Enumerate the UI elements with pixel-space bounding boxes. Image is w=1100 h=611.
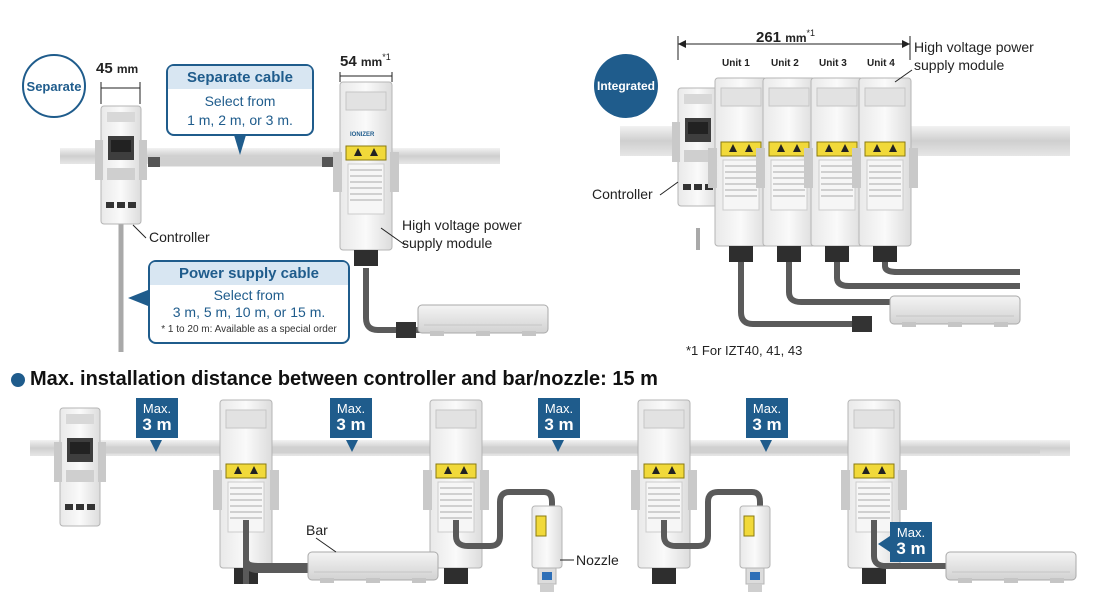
power-cable-callout: Power supply cable Select from 3 m, 5 m,…	[148, 260, 350, 344]
integrated-width-value: 261	[756, 29, 782, 46]
footnote: *1 For IZT40, 41, 43	[686, 343, 803, 358]
nozzle-label: Nozzle	[576, 552, 619, 568]
bottom-chain	[30, 399, 1077, 593]
module-label-line1: High voltage power	[402, 217, 522, 233]
max-distance-tag: Max. 3 m	[330, 398, 372, 438]
bottom-controller-device	[53, 407, 107, 527]
bar-ionizer-top-right	[889, 295, 1021, 328]
max-tag-line2: 3 m	[896, 539, 926, 558]
unit-2-label: Unit 2	[771, 58, 799, 69]
hv-module-device	[332, 81, 400, 267]
controller-width-dimension: 45 mm	[96, 60, 138, 77]
unit-4-label: Unit 4	[867, 58, 895, 69]
max-tag-line2: 3 m	[752, 415, 782, 434]
module-label: High voltage power supply module	[402, 216, 522, 252]
integrated-module-label-line1: High voltage power	[914, 39, 1034, 55]
module-leader	[380, 227, 406, 246]
integrated-width-note: *1	[806, 28, 816, 38]
unit-4-device	[851, 77, 919, 263]
integrated-module-label-line2: supply module	[914, 57, 1005, 73]
max-tag-line2: 3 m	[142, 415, 172, 434]
controller-width-unit: mm	[116, 62, 139, 76]
max-tag-line1: Max.	[896, 525, 926, 540]
separate-configuration	[60, 72, 549, 352]
max-distance-tag: Max. 3 m	[746, 398, 788, 438]
heading-bullet	[11, 373, 25, 387]
max-tag-line2: 3 m	[544, 415, 574, 434]
max-tag-line1: Max.	[752, 401, 782, 416]
module-width-value: 54	[340, 53, 357, 70]
bottom-module-3	[630, 399, 698, 585]
power-cable-note: * 1 to 20 m: Available as a special orde…	[161, 324, 337, 335]
controller-width-value: 45	[96, 60, 113, 77]
integrated-module-label: High voltage power supply module	[914, 38, 1034, 74]
power-cable-title: Power supply cable	[150, 262, 348, 285]
module-width-dimension: 54 mm*1	[340, 52, 391, 70]
separate-cable-callout: Separate cable Select from 1 m, 2 m, or …	[166, 64, 314, 136]
separate-cable-line2: 1 m, 2 m, or 3 m.	[187, 112, 293, 128]
integrated-configuration	[620, 36, 1070, 332]
max-distance-tag: Max. 3 m	[136, 398, 178, 438]
separate-cable-line1: Select from	[204, 93, 276, 109]
module-width-unit: mm	[360, 55, 383, 69]
integrated-controller-label: Controller	[592, 186, 653, 202]
integrated-badge: Integrated	[594, 54, 658, 118]
bar-ionizer-top-left	[417, 304, 549, 337]
separate-badge: Separate	[22, 54, 86, 118]
controller-leader	[132, 224, 147, 239]
power-cable-line2: 3 m, 5 m, 10 m, or 15 m.	[172, 304, 326, 320]
integrated-width-dimension: 261 mm*1	[756, 28, 815, 46]
bar-label: Bar	[306, 522, 328, 538]
max-distance-tag: Max. 3 m	[890, 522, 932, 562]
bottom-nozzle-2	[739, 505, 771, 593]
section-heading: Max. installation distance between contr…	[30, 368, 658, 390]
max-tag-line1: Max.	[544, 401, 574, 416]
unit-1-label: Unit 1	[722, 58, 750, 69]
integrated-width-unit: mm	[785, 31, 807, 45]
controller-device	[94, 105, 148, 225]
max-tag-line1: Max.	[142, 401, 172, 416]
max-tag-line1: Max.	[336, 401, 366, 416]
controller-label: Controller	[149, 229, 210, 245]
bottom-nozzle-1	[531, 505, 563, 593]
device-label: IONIZER	[350, 132, 375, 138]
module-label-line2: supply module	[402, 235, 493, 251]
max-distance-tag: Max. 3 m	[538, 398, 580, 438]
power-cable-line1: Select from	[213, 287, 285, 303]
module-width-note: *1	[382, 52, 391, 62]
unit-3-label: Unit 3	[819, 58, 847, 69]
max-tag-line2: 3 m	[336, 415, 366, 434]
bottom-bar-right	[945, 551, 1077, 584]
separate-cable-title: Separate cable	[168, 66, 312, 89]
bottom-bar	[307, 551, 439, 584]
